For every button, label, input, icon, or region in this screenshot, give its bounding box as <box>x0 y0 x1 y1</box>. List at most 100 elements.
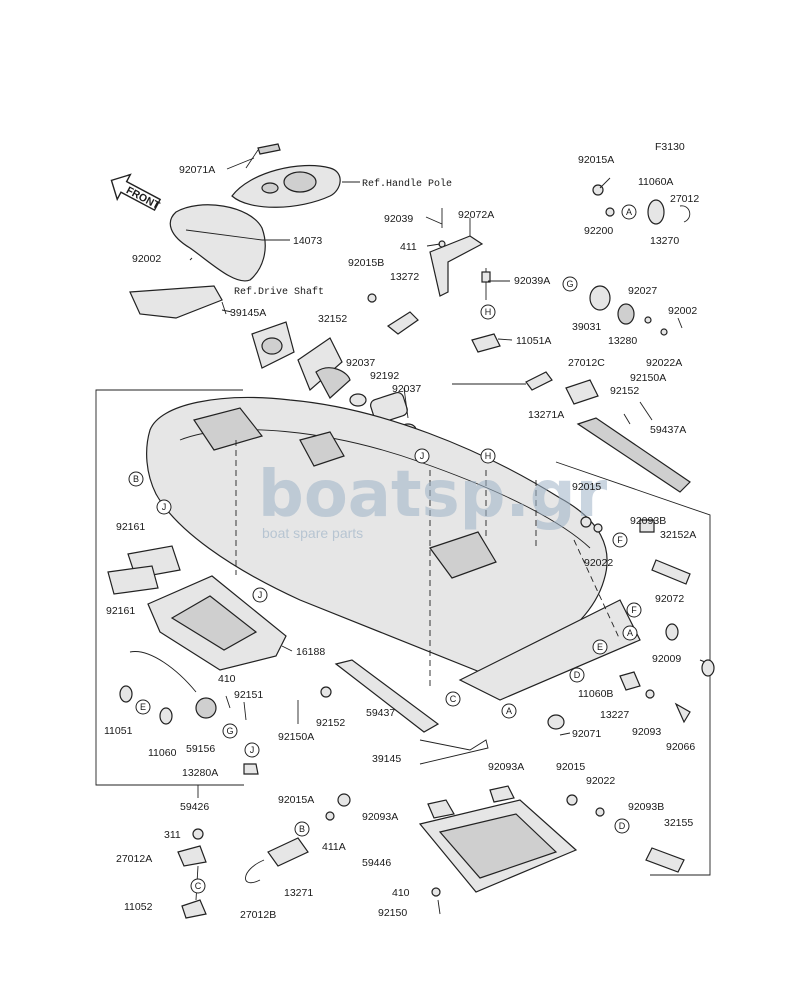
svg-text:J: J <box>420 451 425 461</box>
callout-a: A <box>621 204 637 220</box>
part-label: 27012 <box>670 193 699 205</box>
part-label: 39145A <box>230 307 266 319</box>
callout-f: F <box>612 532 628 548</box>
callout-h2: H <box>480 448 496 464</box>
part-label: 11051 <box>104 725 133 737</box>
part-label: 92152 <box>610 385 639 397</box>
part-label: 59437A <box>650 424 686 436</box>
front-arrow-icon: FRONT <box>110 173 162 212</box>
seal-part <box>129 285 223 319</box>
part-label: 11060B <box>578 688 613 700</box>
part-label: 92093A <box>488 761 524 773</box>
part-label: 13280A <box>182 767 218 779</box>
part-label: 92151 <box>234 689 263 701</box>
left-group-bracket <box>95 389 244 786</box>
bottom-plate <box>418 785 578 915</box>
part-label: 92015B <box>348 257 384 269</box>
part-label: 11060A <box>638 176 673 188</box>
svg-text:C: C <box>450 694 457 704</box>
svg-text:J: J <box>258 590 263 600</box>
callout-b2: B <box>294 821 310 837</box>
svg-text:E: E <box>140 702 146 712</box>
part-label: 92072 <box>655 593 684 605</box>
leader-lines <box>185 157 611 736</box>
part-label: 11051A <box>516 335 551 347</box>
cover-part <box>169 204 266 282</box>
callout-b: B <box>128 471 144 487</box>
bottom-right-parts <box>547 516 715 873</box>
part-label: 92022 <box>584 557 613 569</box>
part-label: 92039 <box>384 213 413 225</box>
callout-c2: C <box>190 878 206 894</box>
part-label: 14073 <box>293 235 322 247</box>
callout-e: E <box>592 639 608 655</box>
part-label: 92150 <box>378 907 407 919</box>
bottom-left-parts <box>177 793 351 919</box>
part-label: 311 <box>164 829 181 841</box>
part-label: 39031 <box>572 321 601 333</box>
part-label: 92200 <box>584 225 613 237</box>
diagram-code: F3130 <box>655 141 685 153</box>
part-label: 92152 <box>316 717 345 729</box>
svg-text:F: F <box>617 535 623 545</box>
svg-text:H: H <box>485 451 492 461</box>
watermark-brand: boatsp.gr <box>258 458 608 532</box>
part-label: 92093 <box>632 726 661 738</box>
part-label: 27012B <box>240 909 276 921</box>
part-label: 13227 <box>600 709 629 721</box>
svg-text:D: D <box>574 670 581 680</box>
svg-text:C: C <box>195 881 202 891</box>
hull <box>146 396 641 701</box>
part-label: 92039A <box>514 275 550 287</box>
svg-text:B: B <box>133 474 139 484</box>
part-label: 27012C <box>568 357 605 369</box>
part-label: 92015A <box>278 794 314 806</box>
part-label: 92071 <box>572 728 601 740</box>
callout-c: C <box>445 691 461 707</box>
part-label: 59156 <box>186 743 215 755</box>
right-group-bracket <box>555 461 711 876</box>
svg-text:J: J <box>162 502 167 512</box>
svg-text:A: A <box>627 628 633 638</box>
upper-middle-parts <box>367 208 599 405</box>
part-label: 92150A <box>630 372 666 384</box>
part-label: 92161 <box>106 605 135 617</box>
part-label: 92192 <box>370 370 399 382</box>
part-label: 92022 <box>586 775 615 787</box>
svg-text:J: J <box>250 745 255 755</box>
part-label: 59446 <box>362 857 391 869</box>
part-label: 92037 <box>346 357 375 369</box>
part-label: 13270 <box>650 235 679 247</box>
part-label: 410 <box>218 673 236 685</box>
part-label: 92093B <box>628 801 664 813</box>
part-label: 11052 <box>124 901 153 913</box>
callout-g2: G <box>222 723 238 739</box>
callout-d: D <box>569 667 585 683</box>
callout-e2: E <box>135 699 151 715</box>
part-label: 92009 <box>652 653 681 665</box>
part-label: 92066 <box>666 741 695 753</box>
callouts: A G H H J B J J F F A E D C A E G J B C … <box>128 204 642 894</box>
part-label: 411A <box>322 841 346 853</box>
part-labels: 92071A 14073 92002 39145A 32152 92037 92… <box>104 154 699 921</box>
callout-a3: A <box>501 703 517 719</box>
part-label: 92015A <box>578 154 614 166</box>
part-label: 92022A <box>646 357 682 369</box>
svg-text:F: F <box>631 605 637 615</box>
left-group-parts <box>107 545 287 775</box>
part-label: 13280 <box>608 335 637 347</box>
svg-text:D: D <box>619 821 626 831</box>
part-label: 410 <box>392 887 410 899</box>
part-label: 13272 <box>390 271 419 283</box>
part-label: 92161 <box>116 521 145 533</box>
callout-j4: J <box>244 742 260 758</box>
ref-handle-pole: Ref.Handle Pole <box>362 178 452 190</box>
svg-text:A: A <box>506 706 512 716</box>
part-label: 92093B <box>630 515 666 527</box>
part-label: 11060 <box>148 747 177 759</box>
part-label: 92037 <box>392 383 421 395</box>
part-label: 92071A <box>179 164 215 176</box>
right-upper-parts <box>589 184 691 425</box>
callout-f2: F <box>626 602 642 618</box>
